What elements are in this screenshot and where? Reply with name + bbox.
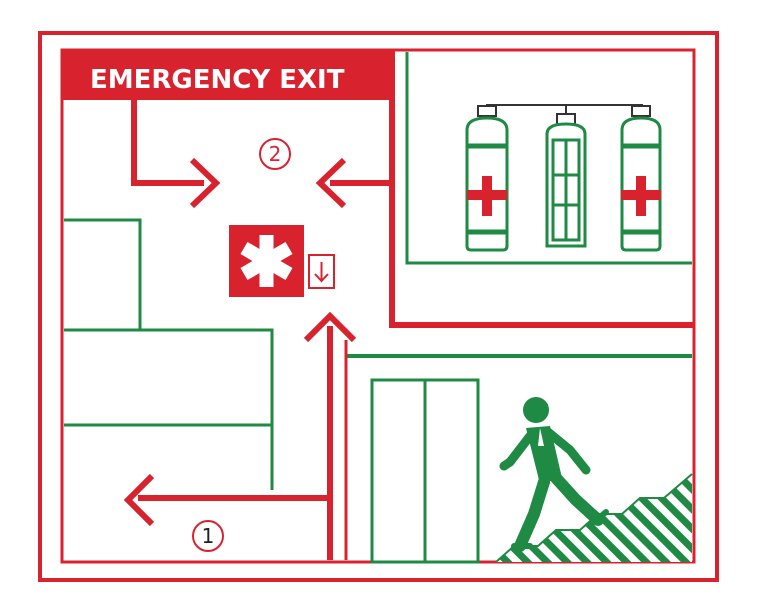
sign-title: EMERGENCY EXIT	[90, 65, 345, 95]
route-arrow-top-right	[315, 157, 390, 209]
arrowhead-left-icon	[315, 157, 347, 209]
arrowhead-left-bottom-icon	[123, 473, 155, 527]
arrowhead-right-icon	[189, 157, 221, 209]
left-room-wall-upper	[64, 218, 142, 332]
route-arrow-top-left	[131, 100, 221, 209]
cylinder-left	[465, 105, 509, 252]
route-arrow-bottom	[123, 473, 330, 527]
cylinder-left-cross-h	[467, 190, 507, 200]
step-two-marker: 2	[259, 138, 291, 170]
outer-frame	[38, 31, 719, 582]
equipment-room-green-wall	[405, 52, 692, 265]
cylinder-right-cross-h	[621, 190, 661, 200]
running-man-icon	[499, 397, 609, 552]
title-banner: EMERGENCY EXIT	[62, 50, 392, 100]
arrowhead-up-icon	[303, 311, 357, 343]
first-aid-star-icon	[229, 225, 304, 297]
route-arrow-vertical	[303, 311, 357, 560]
cylinder-middle	[545, 113, 587, 248]
elevator-doors-icon	[370, 378, 480, 564]
oxygen-cylinders-icon	[465, 104, 662, 252]
left-room-wall-lower	[64, 328, 274, 490]
equipment-room-wall	[389, 50, 694, 328]
cylinder-right	[620, 105, 662, 252]
step-one-number: 1	[202, 524, 215, 548]
title-banner-bg	[62, 50, 392, 100]
down-arrow-icon	[308, 254, 335, 289]
step-two-number: 2	[269, 142, 282, 166]
step-one-marker: 1	[192, 520, 224, 552]
